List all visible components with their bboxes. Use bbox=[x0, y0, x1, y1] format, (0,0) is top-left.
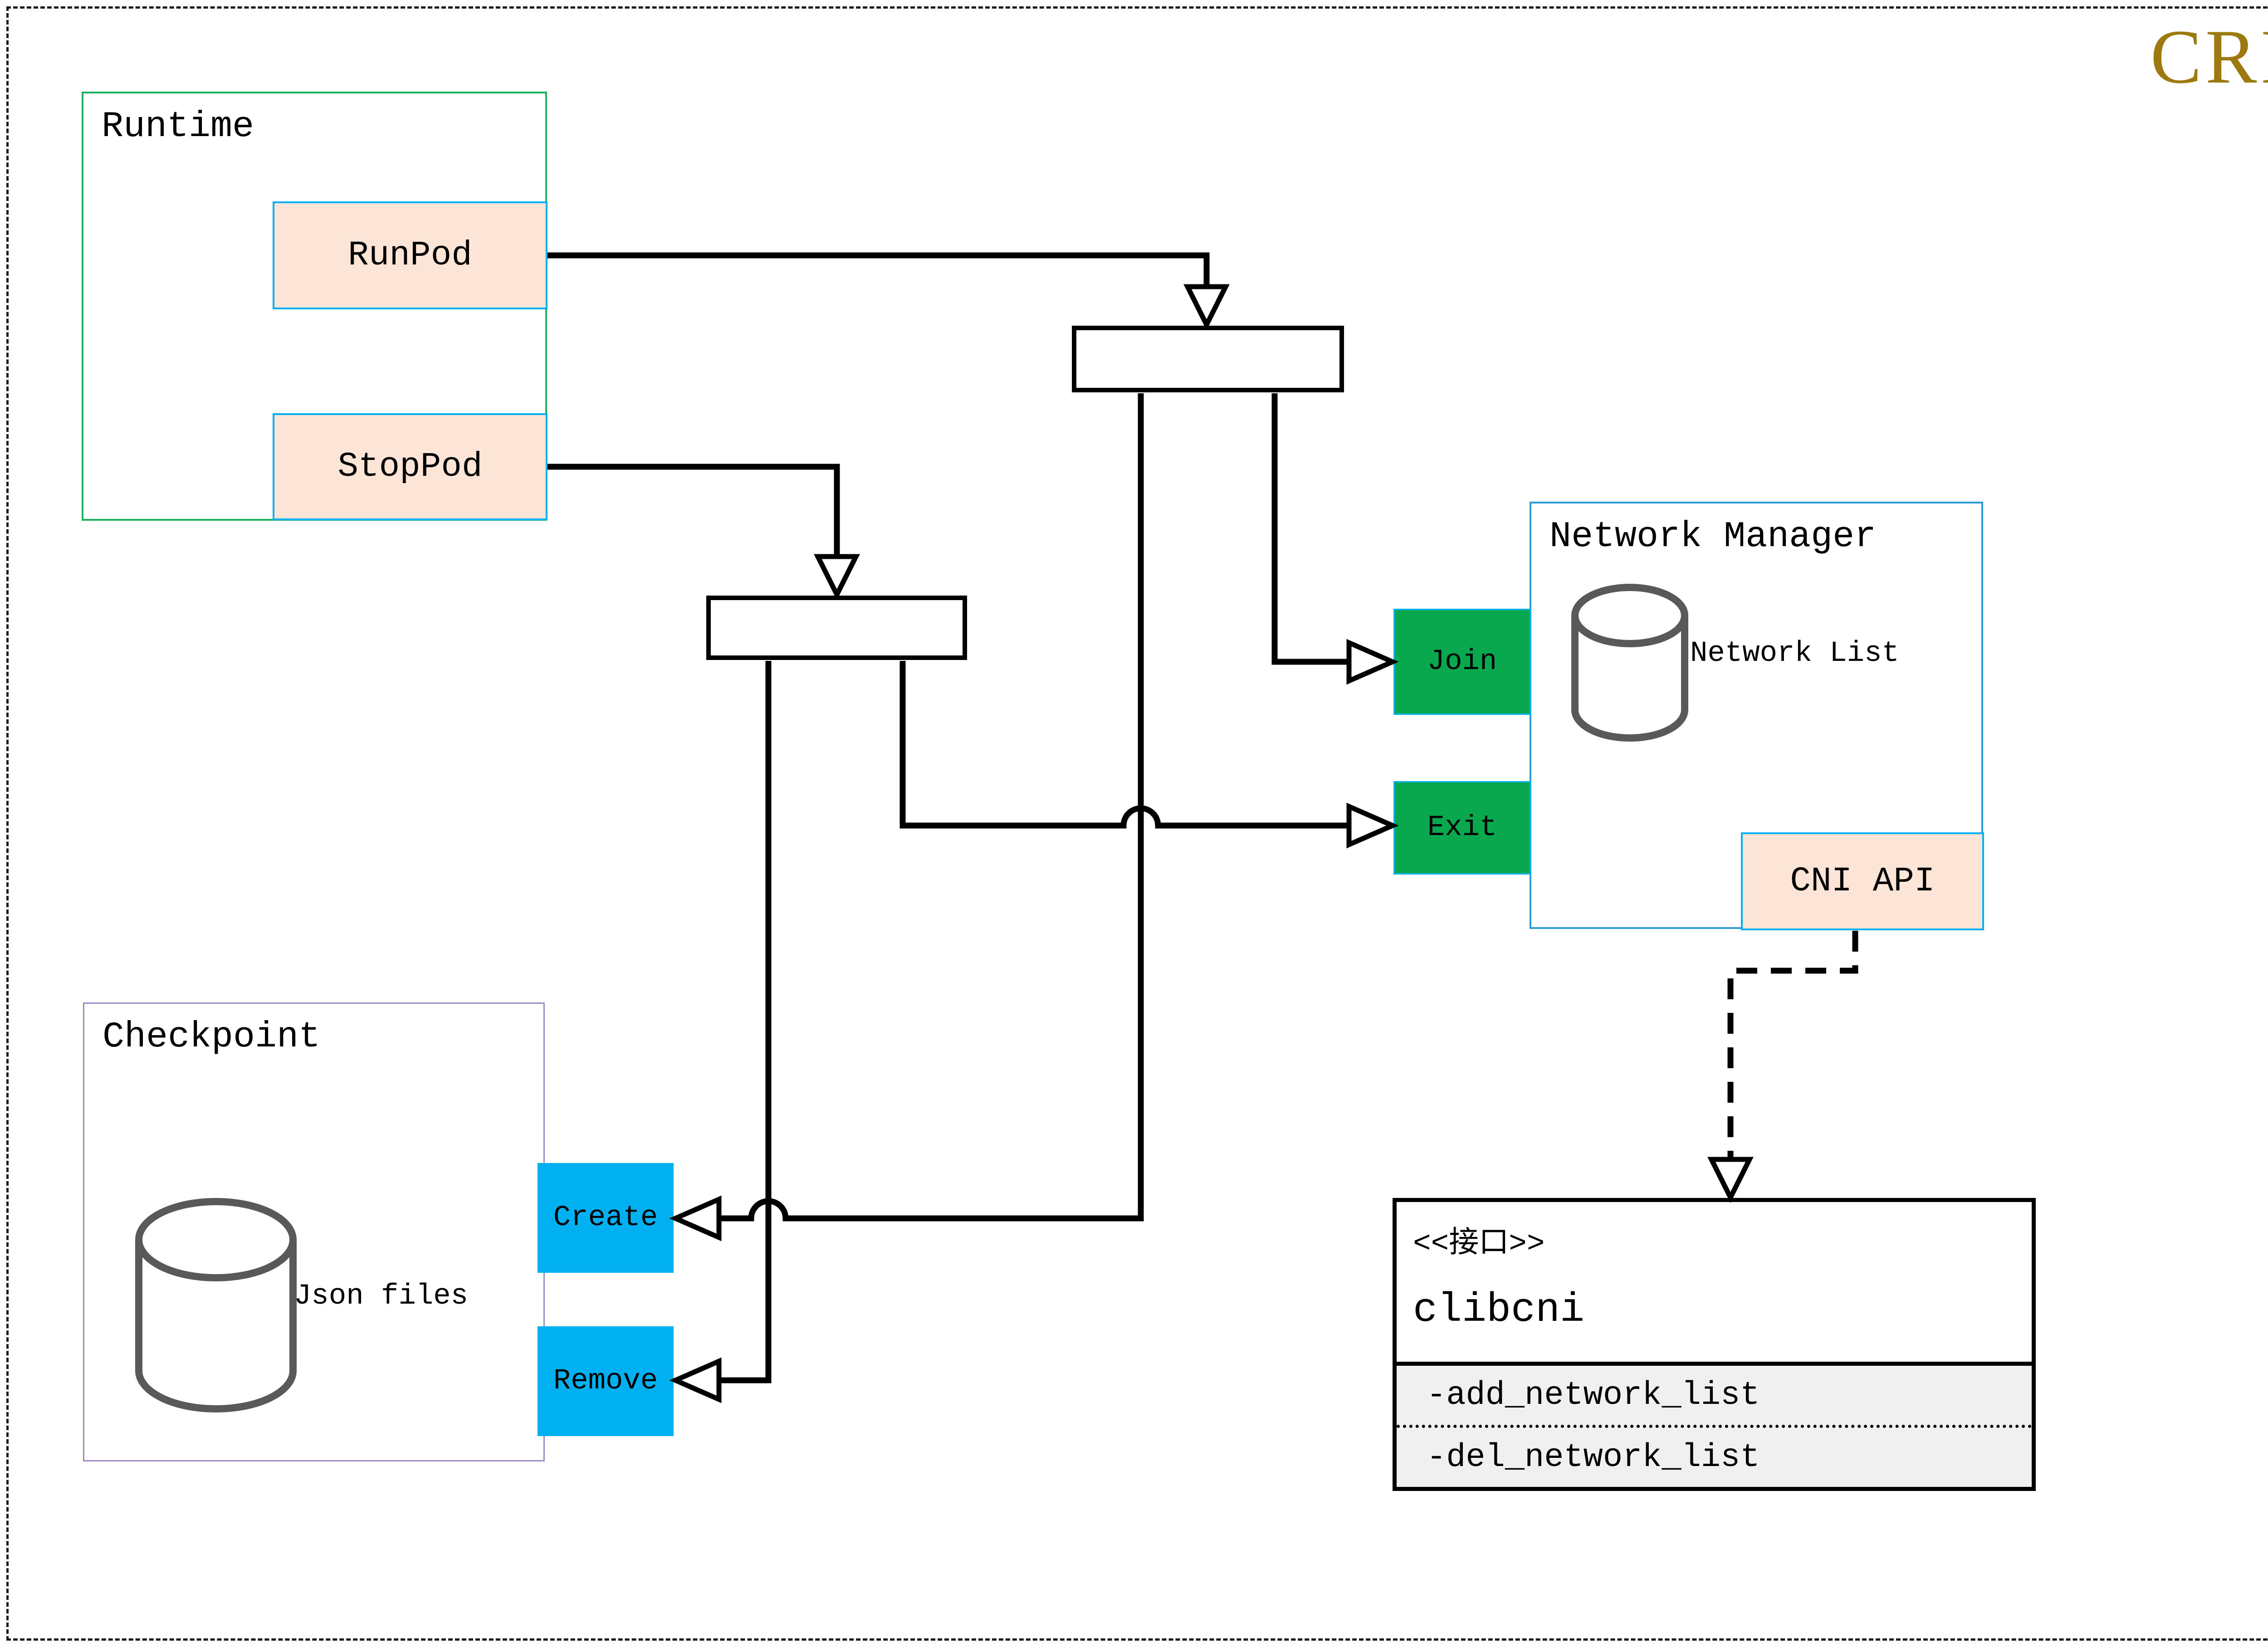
clibcni-stereotype: <<接口>> bbox=[1413, 1227, 1545, 1261]
stoppod-button[interactable]: StopPod bbox=[273, 413, 547, 520]
clibcni-header: <<接口>> clibcni bbox=[1397, 1202, 2032, 1362]
checkpoint-title: Checkpoint bbox=[103, 1017, 321, 1058]
exit-button[interactable]: Exit bbox=[1393, 781, 1531, 875]
create-label: Create bbox=[553, 1202, 658, 1234]
outer-dashed-border bbox=[6, 6, 2268, 1641]
remove-button[interactable]: Remove bbox=[538, 1326, 674, 1436]
join-label: Join bbox=[1427, 645, 1497, 678]
exit-label: Exit bbox=[1427, 811, 1497, 844]
network-manager-title: Network Manager bbox=[1549, 516, 1877, 557]
clibcni-methods: -add_network_list -del_network_list bbox=[1397, 1362, 2032, 1487]
stoppod-label: StopPod bbox=[337, 447, 483, 486]
network-list-label: Network List bbox=[1690, 637, 1899, 670]
clibcni-name: clibcni bbox=[1413, 1287, 1585, 1334]
runpod-label: RunPod bbox=[348, 236, 472, 275]
create-button[interactable]: Create bbox=[538, 1163, 674, 1273]
runpod-button[interactable]: RunPod bbox=[273, 201, 547, 309]
junction-box-runpod bbox=[1072, 326, 1344, 392]
json-files-label: Json files bbox=[294, 1280, 469, 1313]
checkpoint-box: Checkpoint bbox=[83, 1002, 545, 1461]
clibcni-method-del: -del_network_list bbox=[1427, 1439, 1760, 1476]
runtime-title: Runtime bbox=[102, 106, 254, 147]
clibcni-method-add: -add_network_list bbox=[1397, 1366, 2032, 1428]
page-title: CRI bbox=[2150, 14, 2268, 99]
cni-api-button[interactable]: CNI API bbox=[1741, 832, 1984, 930]
clibcni-interface-box: <<接口>> clibcni -add_network_list -del_ne… bbox=[1393, 1198, 2036, 1491]
junction-box-stoppod bbox=[706, 596, 967, 660]
cni-api-label: CNI API bbox=[1790, 862, 1935, 901]
remove-label: Remove bbox=[553, 1365, 658, 1398]
join-button[interactable]: Join bbox=[1393, 609, 1531, 715]
